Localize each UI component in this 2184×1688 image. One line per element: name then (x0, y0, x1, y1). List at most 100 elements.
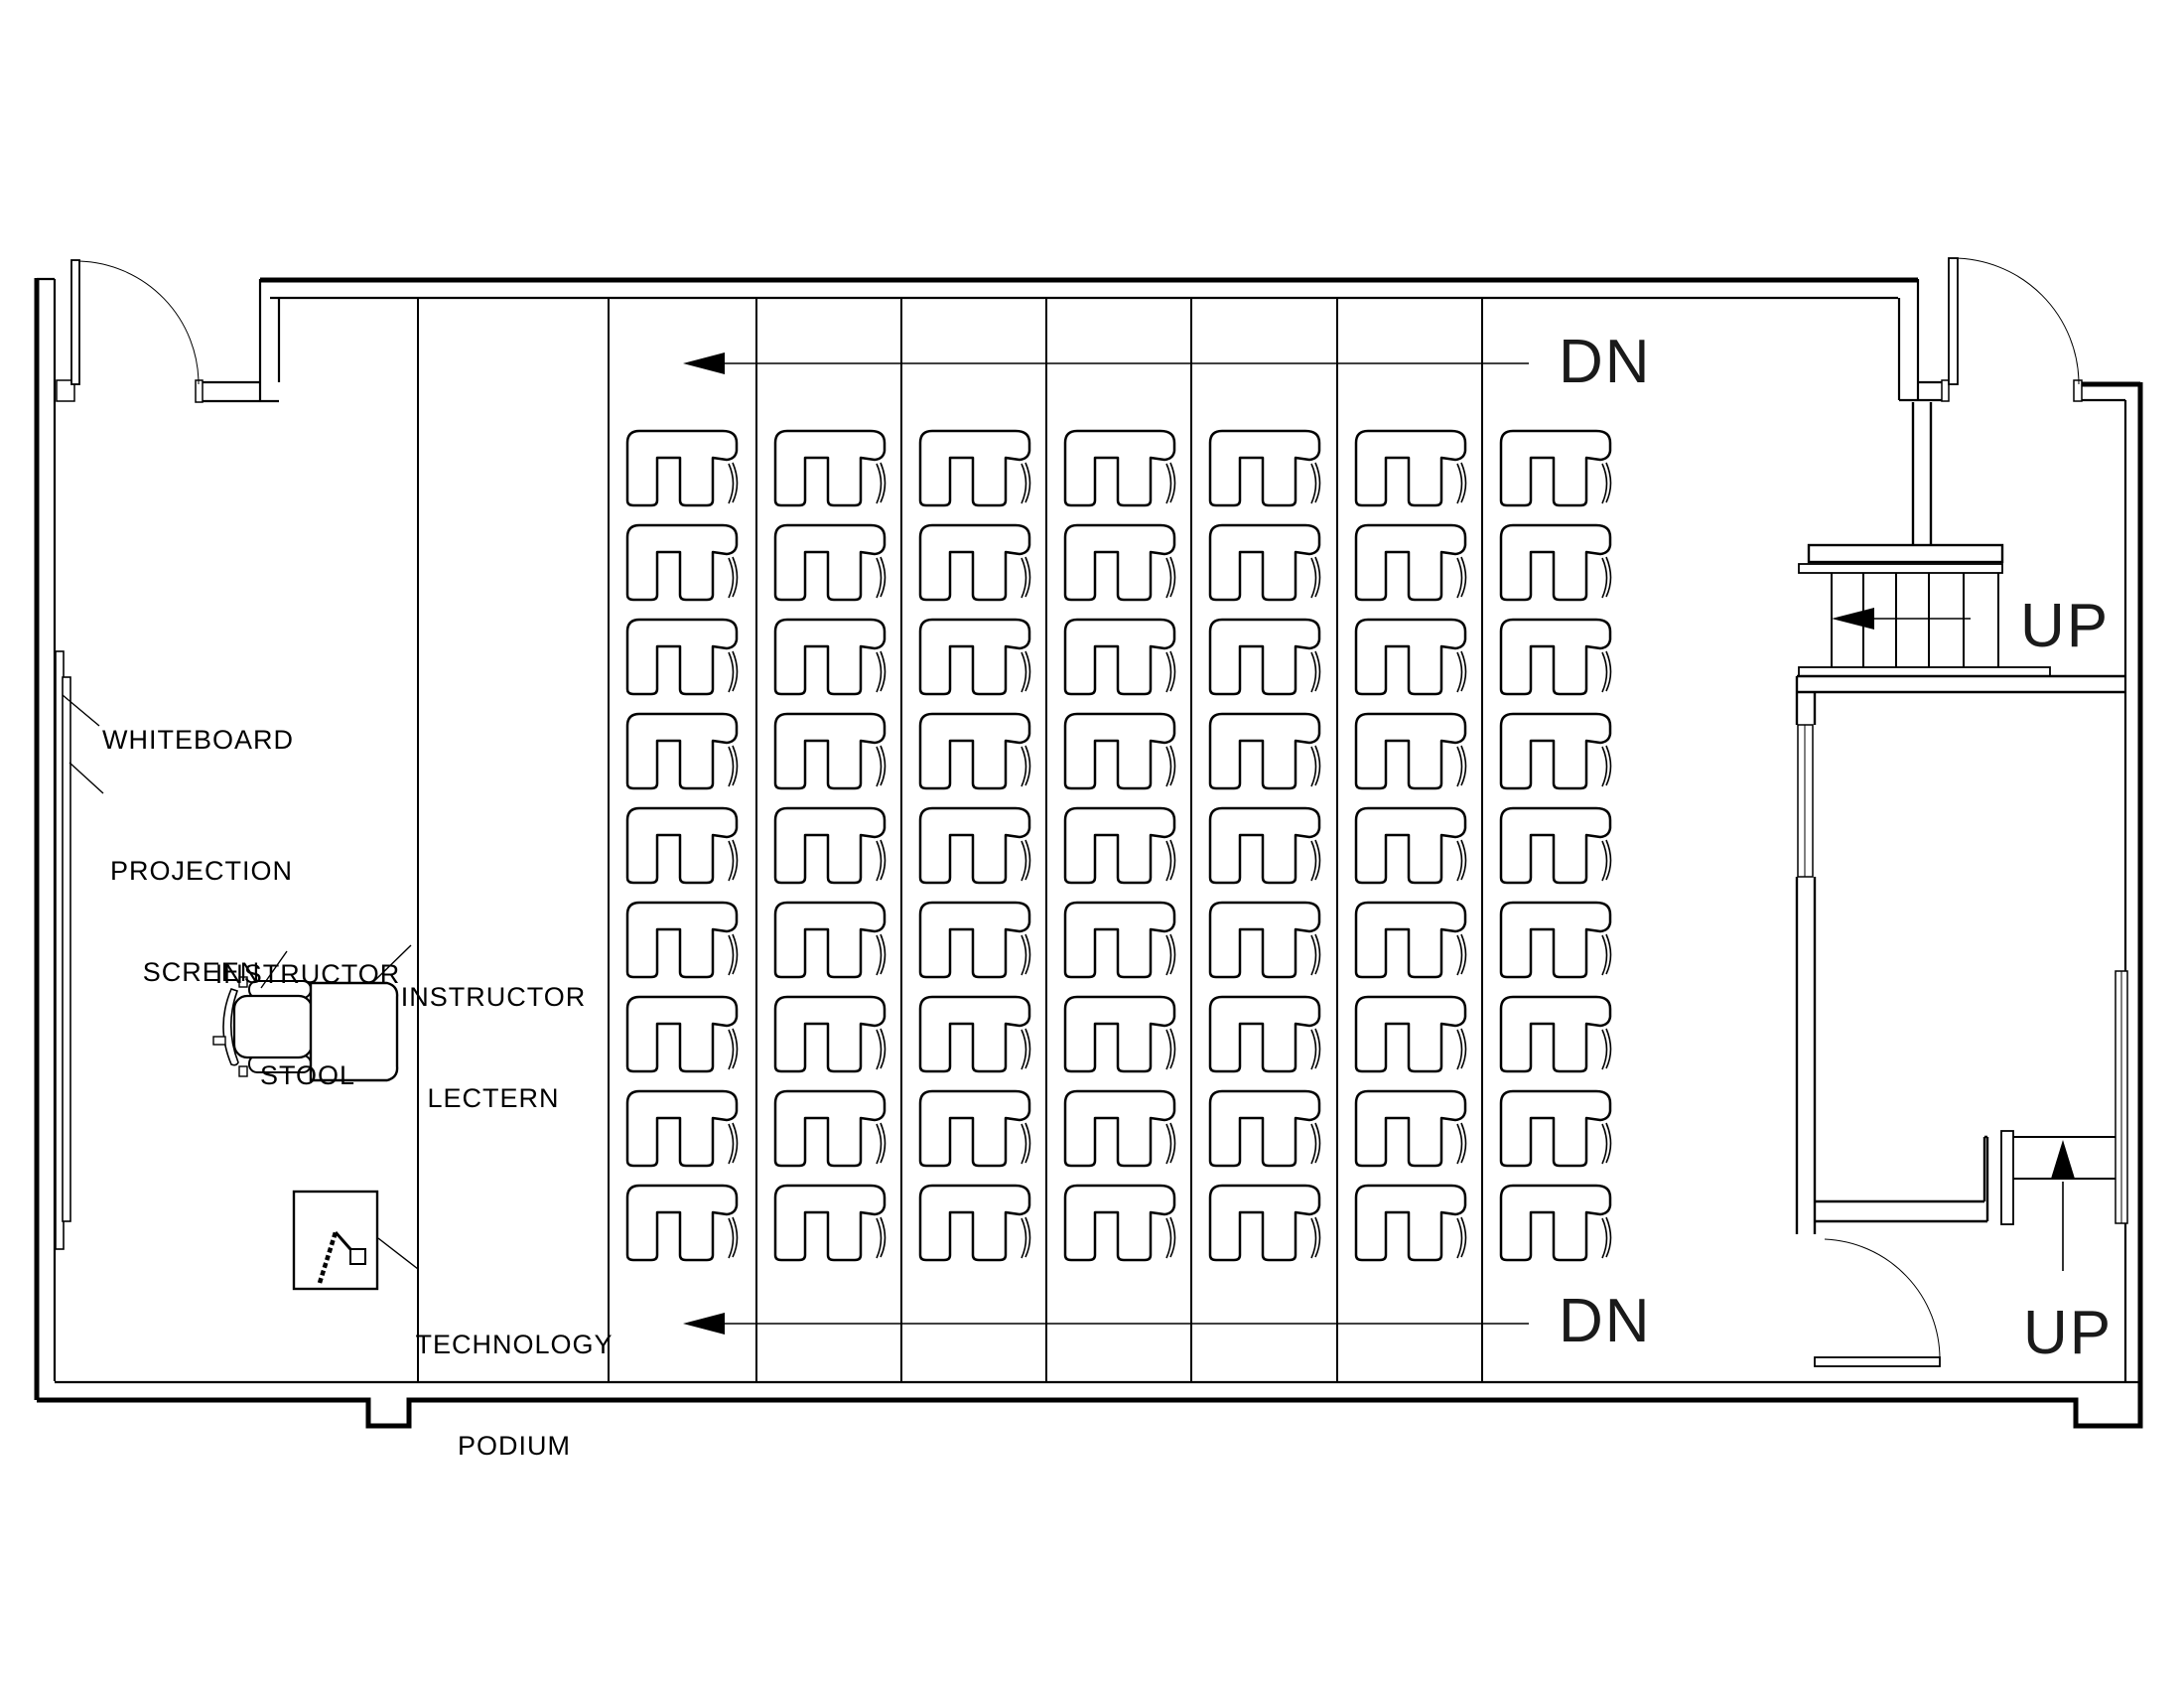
aisle-lines (417, 298, 1483, 1382)
seat (918, 429, 1031, 507)
technology-podium-label: TECHNOLOGY PODIUM (415, 1330, 614, 1461)
seat (625, 429, 739, 507)
seat (625, 1089, 739, 1168)
whiteboard-label: WHITEBOARD (102, 725, 295, 755)
right-room-left-wall (1795, 692, 1817, 1234)
upper-stair (1798, 402, 2051, 677)
seat (1499, 618, 1612, 696)
seat (1063, 901, 1176, 979)
seat (1063, 712, 1176, 790)
leader-lines (62, 694, 419, 1270)
seat (1208, 901, 1321, 979)
seat (1063, 1184, 1176, 1262)
stool-caster (238, 976, 248, 988)
stair-landing (1807, 543, 2004, 564)
stool-caster (238, 1065, 248, 1077)
seat (1208, 1184, 1321, 1262)
seat (1354, 1184, 1467, 1262)
right-room (1795, 674, 2128, 1234)
seat (773, 901, 887, 979)
dn-arrow-top-head (683, 352, 725, 374)
seat (918, 712, 1031, 790)
seat (625, 1184, 739, 1262)
seat (1354, 429, 1467, 507)
top-right-door (1948, 257, 2080, 385)
seat (918, 995, 1031, 1073)
seat (1354, 901, 1467, 979)
lower-right-door (1814, 1238, 1941, 1367)
seat (1063, 1089, 1176, 1168)
seat (1063, 618, 1176, 696)
seat (1354, 712, 1467, 790)
monitor-arm-base (349, 1248, 366, 1265)
seat (1499, 1089, 1612, 1168)
seat (625, 806, 739, 885)
doors (70, 257, 2080, 1367)
seat (1499, 1184, 1612, 1262)
seat (773, 618, 887, 696)
stair-arrow-head (1832, 608, 1874, 630)
stool-leader (260, 950, 288, 989)
seat (1063, 523, 1176, 602)
seat (1354, 523, 1467, 602)
instructor-lectern-label: INSTRUCTOR LECTERN (400, 982, 587, 1113)
seat (625, 901, 739, 979)
seat (625, 995, 739, 1073)
stair-nosing (1798, 563, 2003, 574)
stair-arrow-head (2051, 1140, 2075, 1179)
lower-stair (2013, 1136, 2116, 1271)
seat (1499, 806, 1612, 885)
door-jamb-post (2000, 1130, 2014, 1225)
seat (1208, 429, 1321, 507)
seat (1354, 1089, 1467, 1168)
seat (918, 618, 1031, 696)
seat (1499, 995, 1612, 1073)
seat (773, 1089, 887, 1168)
seat (1208, 806, 1321, 885)
seat (1354, 995, 1467, 1073)
door-jamb (195, 379, 204, 403)
instructor-stool (212, 976, 314, 1077)
seat (1499, 429, 1612, 507)
door-leaf (1948, 257, 1959, 385)
monitor-arm (317, 1231, 339, 1284)
seat (1208, 995, 1321, 1073)
seat (625, 712, 739, 790)
stool-back (222, 988, 239, 1066)
dn-label-top: DN (1559, 328, 1652, 396)
seat (625, 618, 739, 696)
instructor-stool-label: INSTRUCTOR STOOL (214, 959, 401, 1090)
seat (773, 429, 887, 507)
seat (1063, 995, 1176, 1073)
door-swing-arc (1952, 257, 2080, 385)
technology-podium (292, 1190, 379, 1291)
door-jamb (2073, 379, 2083, 402)
seat (773, 806, 887, 885)
seat (1208, 1089, 1321, 1168)
seat-layer (625, 429, 1612, 1262)
seat (773, 523, 887, 602)
podium-leader (377, 1237, 419, 1270)
seat (1499, 901, 1612, 979)
seat (918, 806, 1031, 885)
seat (1063, 806, 1176, 885)
seat (1499, 712, 1612, 790)
seat (773, 712, 887, 790)
stool-caster (212, 1036, 226, 1046)
door-jamb (56, 379, 75, 402)
whiteboard-leader (62, 694, 100, 727)
door-leaf (1814, 1356, 1941, 1367)
lectern-leader (372, 944, 412, 983)
seat (1354, 618, 1467, 696)
podium-box (292, 1190, 379, 1291)
dn-arrow-bottom-head (683, 1313, 725, 1335)
seat (1208, 712, 1321, 790)
seat (918, 1184, 1031, 1262)
walls (34, 277, 2143, 1429)
interior-wall (1815, 1135, 1989, 1223)
door-jamb (1941, 379, 1950, 402)
door-swing-arc (78, 260, 200, 385)
aisle-arrows (683, 352, 1529, 1335)
